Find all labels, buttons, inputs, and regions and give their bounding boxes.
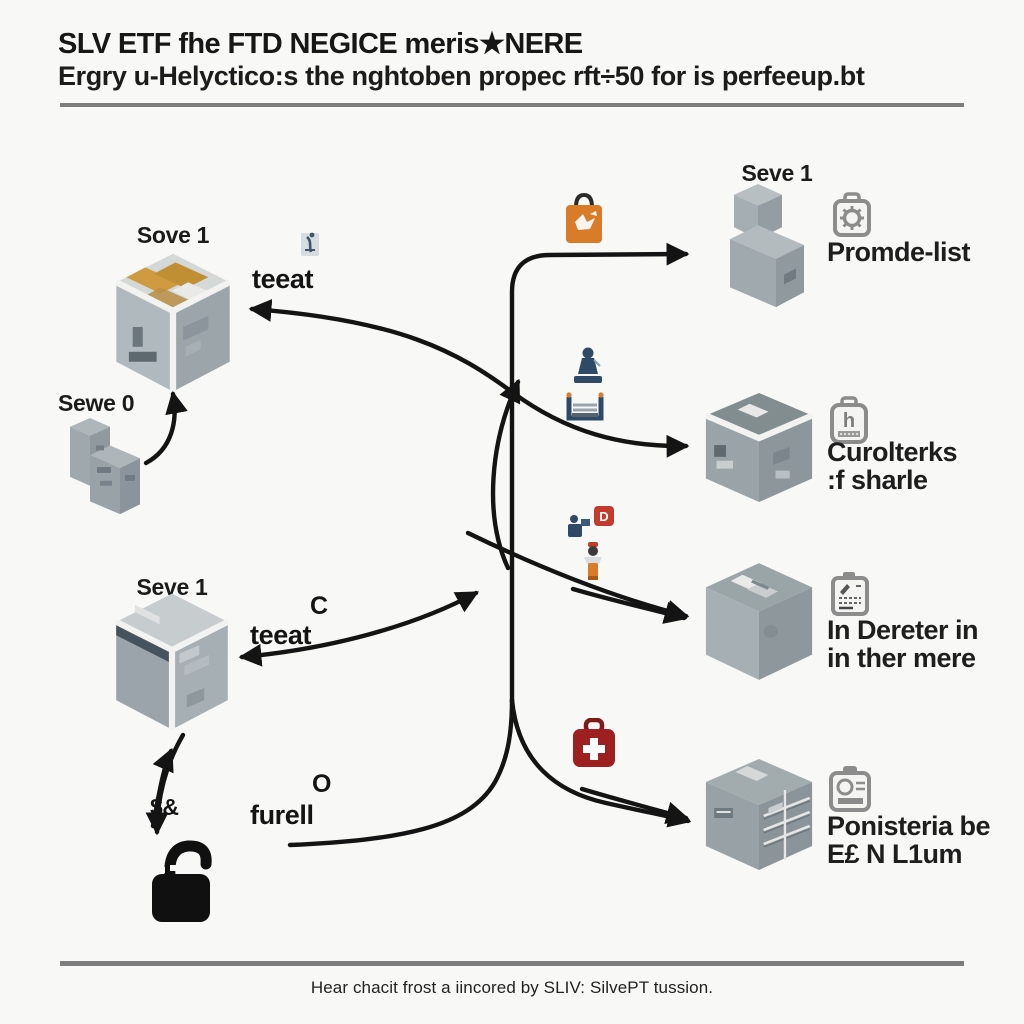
- basket-icon: [566, 392, 604, 421]
- h-badge-icon: h: [830, 396, 868, 444]
- caption-ponisteria-line2: E£ N L1um: [827, 839, 963, 869]
- caption-curolterks-line1: Curolterks: [827, 437, 958, 467]
- arrow-center-to-ponisteria-2: [579, 786, 690, 824]
- note-badge-icon: [831, 572, 869, 616]
- medkit-icon: [573, 718, 615, 767]
- arrow-center-to-topright: [509, 242, 690, 705]
- document-badge-icon: [829, 766, 871, 812]
- arrow-topleft-to-curolterks: [248, 299, 690, 458]
- caption-ponisteria-line1: Ponisteria be: [827, 811, 991, 841]
- cube-curolterks: [704, 392, 814, 503]
- cube-dereter: [705, 563, 813, 680]
- caption-dereter-line2: in ther mere: [827, 643, 976, 673]
- annotation-c: C: [310, 592, 329, 620]
- server-cube-bottom-left: [114, 593, 230, 730]
- padlock-icon: [152, 840, 212, 922]
- d-flag-icon: D: [594, 506, 614, 526]
- orange-bag-icon: [566, 192, 602, 243]
- caption-dereter-line1: In Dereter in: [827, 615, 979, 645]
- annotation-o: O: [312, 770, 332, 798]
- arrow-lock-to-cube: [150, 747, 174, 829]
- annotation-teeat-bottom: teeat: [250, 620, 312, 650]
- arrow-to-dereter-1: [465, 530, 690, 623]
- page-subtitle: Ergry u-Helyctico:s the nghtoben propec …: [58, 61, 865, 91]
- arrow-sewe0-to-cube: [143, 390, 188, 466]
- block-sewe0: [70, 417, 140, 515]
- money-label: $&: [150, 794, 179, 820]
- person-badge-icon: [568, 515, 590, 537]
- caption-promde-list: Promde-list: [827, 237, 971, 267]
- arrow-up-center: [490, 378, 521, 571]
- svg-text:h: h: [843, 410, 855, 432]
- header-divider: [60, 103, 964, 107]
- stepped-blocks-top-right: [730, 183, 804, 308]
- arrow-to-dereter-2: [570, 586, 688, 624]
- cube-ponisteria: [705, 759, 813, 870]
- line-lock-to-center: [287, 697, 515, 848]
- arrow-bottomleft-double: [238, 590, 480, 667]
- annotation-teeat-top: teeat: [252, 264, 314, 294]
- annotation-furell: furell: [250, 800, 314, 830]
- worker-figure-icon: [584, 542, 602, 580]
- figure-stamp-icon: [574, 347, 602, 383]
- gear-badge-icon: [833, 192, 871, 237]
- crate-cube-top-left: [114, 253, 232, 392]
- footer-divider: [60, 961, 964, 966]
- caption-curolterks-line2: :f sharle: [827, 465, 928, 495]
- node-label-sewe0: Sewe 0: [58, 390, 135, 416]
- seedling-icon: [301, 232, 319, 256]
- node-label-seve1-right: Seve 1: [741, 160, 813, 186]
- page-title: SLV ETF fhe FTD NEGICE meris★NERE: [58, 28, 583, 60]
- svg-text:D: D: [599, 509, 608, 524]
- node-label-sove1: Sove 1: [136, 222, 210, 248]
- footer-caption: Hear chacit frost a iincored by SLIV: Si…: [310, 978, 714, 997]
